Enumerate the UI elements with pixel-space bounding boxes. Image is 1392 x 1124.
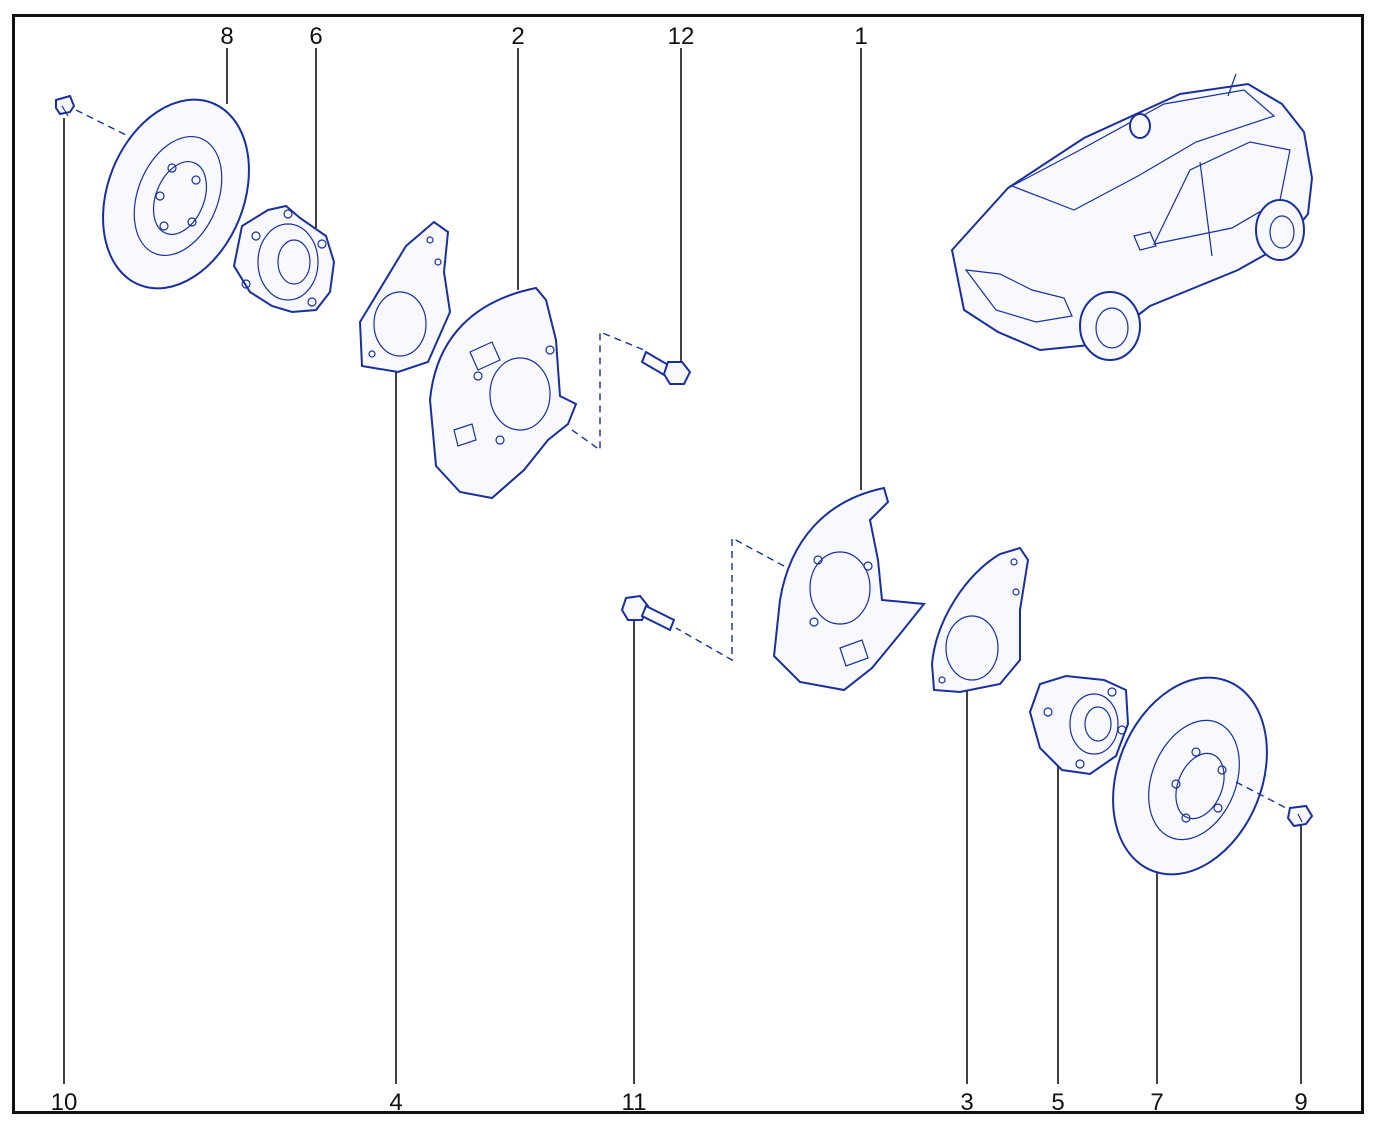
callout-7: 7	[1150, 1089, 1163, 1116]
callout-10: 10	[51, 1089, 78, 1116]
bracket-part-4	[358, 220, 452, 374]
brake-disc-part-8	[102, 98, 250, 290]
bolt-part-11	[620, 594, 676, 632]
leader-lines	[63, 48, 1302, 1084]
brake-disc-part-7	[1112, 676, 1268, 876]
screw-part-9	[1286, 804, 1314, 828]
bracket-part-3	[930, 546, 1030, 694]
callout-12: 12	[668, 23, 695, 50]
callout-9: 9	[1294, 1089, 1307, 1116]
diagram-frame	[12, 14, 1364, 1114]
callout-6: 6	[309, 23, 322, 50]
vehicle-illustration	[950, 73, 1314, 361]
callout-numbers: 8 6 2 12 1 10 4 11 3 5 7 9	[51, 23, 1308, 1116]
callout-11: 11	[622, 1089, 647, 1116]
callout-2: 2	[511, 23, 524, 50]
screw-part-10	[55, 94, 76, 117]
dash-line-11	[675, 536, 785, 662]
dust-shield-part-1	[772, 486, 926, 692]
dust-shield-part-2	[428, 286, 578, 500]
wheel-hub-part-5	[1028, 674, 1130, 776]
wheel-hub-part-6	[232, 204, 336, 314]
dash-line-12	[571, 330, 645, 452]
rear-wheel	[1255, 199, 1305, 261]
callout-1: 1	[854, 23, 867, 50]
front-wheel	[1079, 291, 1141, 361]
callout-3: 3	[960, 1089, 973, 1116]
callout-8: 8	[220, 23, 233, 50]
callout-5: 5	[1051, 1089, 1064, 1116]
dash-line-9	[1235, 781, 1291, 811]
bolt-part-12	[640, 350, 692, 385]
callout-4: 4	[389, 1089, 402, 1116]
